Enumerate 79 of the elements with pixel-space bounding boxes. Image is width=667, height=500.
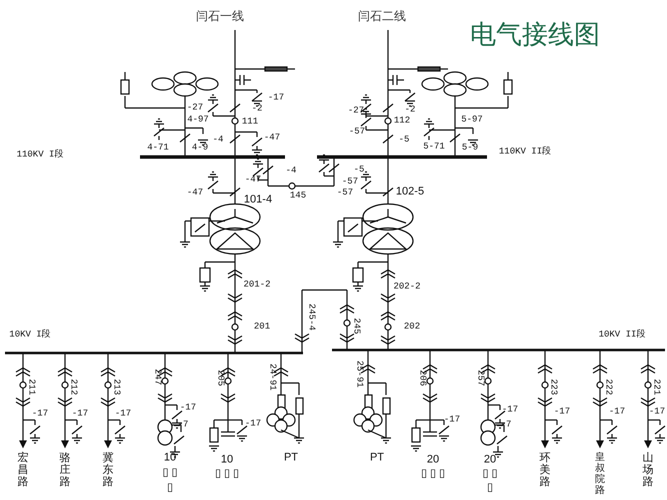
callout-number: 24-91 (268, 364, 276, 390)
callout-number: 205 (216, 370, 224, 386)
callout-number: 4-97 (187, 116, 209, 124)
callout-number: 202-2 (394, 282, 420, 292)
feeder-name: 皇叔院路 (595, 452, 605, 496)
callout-number: -17 (72, 410, 88, 418)
callout-number: -7 (178, 420, 188, 430)
callout-number: -17 (268, 94, 284, 102)
callout-number: -17 (180, 404, 196, 412)
callout-number: -57 (348, 128, 366, 136)
callout-number: -47 (186, 188, 204, 198)
bay-label: ▯ (487, 482, 493, 494)
bay-label: 20 (484, 454, 496, 466)
callout-number: 245 (352, 318, 360, 334)
callout-number: 213 (112, 378, 120, 396)
callout-number: -4 (212, 136, 224, 144)
callout-number: 5-9 (462, 144, 478, 152)
callout-number: -57 (342, 178, 358, 186)
bus-label: 10KV I段 (9, 330, 51, 340)
callout-number: 202 (404, 322, 420, 332)
callout-number: -17 (444, 416, 460, 424)
callout-number: -2 (404, 106, 416, 114)
feeder-name: 山场路 (642, 452, 654, 488)
bay-label: PT (370, 452, 384, 464)
callout-number: 247 (152, 368, 162, 386)
bay-label: ▯ (167, 482, 173, 494)
callout-number: 101-4 (244, 194, 272, 206)
feeder-name: 环美路 (540, 452, 550, 488)
callout-number: 201-2 (244, 280, 270, 290)
feeder-name: 冀东路 (102, 452, 114, 488)
callout-number: 4-9 (192, 144, 208, 152)
callout-number: 245-4 (306, 304, 316, 330)
callout-number: -4 (286, 166, 296, 176)
feeder-name: 骆庄路 (60, 452, 70, 488)
callout-number: 5-71 (423, 142, 445, 152)
bay-label: 10 (220, 454, 234, 466)
callout-number: -27 (348, 106, 364, 116)
callout-number: -7 (500, 420, 512, 430)
diagram-title: 电气接线图 (470, 22, 600, 48)
bay-label: ▯ ▯ (162, 468, 178, 478)
callout-number: 111 (242, 118, 258, 126)
bay-label: ▯ ▯ (482, 468, 498, 480)
callout-number: 257 (476, 370, 484, 386)
callout-number: -27 (186, 104, 204, 112)
callout-number: -17 (648, 408, 666, 416)
callout-number: -17 (554, 408, 570, 416)
callout-number: -5 (354, 166, 364, 174)
callout-number: 211 (26, 378, 36, 396)
callout-number: -57 (336, 188, 354, 198)
bay-label: ▯ ▯ ▯ (214, 468, 240, 480)
callout-number: 5-97 (461, 116, 483, 124)
bay-label: ▯ ▯ ▯ (420, 468, 446, 480)
bay-label: 20 (426, 454, 440, 466)
callout-number: -17 (114, 410, 132, 418)
bus-label: 10KV II段 (598, 330, 646, 340)
callout-number: -17 (244, 420, 262, 428)
callout-number: 201 (254, 322, 270, 332)
callout-number: 145 (290, 192, 306, 200)
line-name: 闫石一线 (196, 10, 244, 22)
bay-label: PT (284, 452, 298, 464)
callout-number: 223 (548, 378, 558, 396)
callout-number: 222 (604, 378, 612, 396)
callout-number: -17 (608, 408, 626, 416)
callout-number: 212 (68, 378, 78, 396)
callout-number: -47 (264, 134, 280, 142)
callout-number: 221 (652, 378, 660, 396)
callout-number: 206 (418, 370, 426, 386)
callout-number: 112 (394, 116, 410, 126)
callout-number: 102-5 (396, 186, 424, 198)
bus-label: 110KV I段 (16, 150, 64, 160)
callout-number: 4-71 (147, 144, 169, 152)
callout-number: -5 (398, 136, 410, 144)
callout-number: -2 (252, 104, 262, 114)
callout-number: -17 (32, 410, 48, 418)
callout-number: -17 (502, 406, 518, 414)
line-name: 闫石二线 (358, 10, 406, 22)
callout-number: 25-91 (354, 360, 364, 388)
feeder-name: 宏昌路 (18, 452, 28, 488)
bus-label: 110KV II段 (498, 148, 552, 156)
